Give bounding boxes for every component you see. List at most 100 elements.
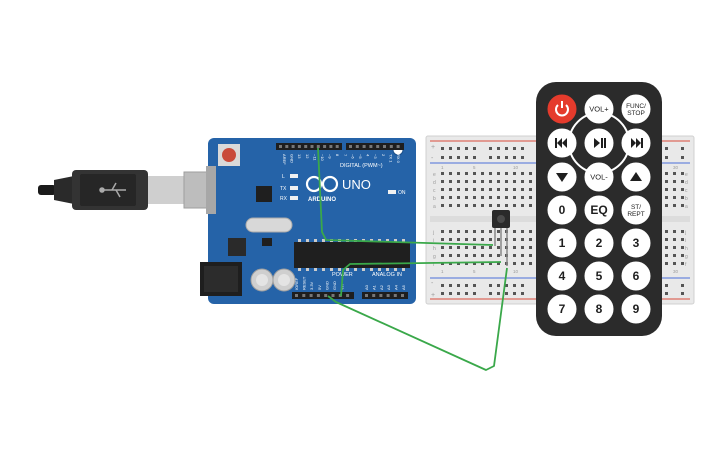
- breadboard-hole[interactable]: [673, 246, 676, 249]
- breadboard-hole[interactable]: [673, 196, 676, 199]
- breadboard-hole[interactable]: [521, 238, 524, 241]
- breadboard-hole[interactable]: [473, 196, 476, 199]
- breadboard-hole[interactable]: [441, 180, 444, 183]
- digit-1-button[interactable]: 1: [547, 228, 577, 258]
- breadboard-hole[interactable]: [489, 180, 492, 183]
- rail-hole[interactable]: [665, 156, 668, 159]
- breadboard-hole[interactable]: [489, 196, 492, 199]
- rail-hole[interactable]: [457, 156, 460, 159]
- breadboard-hole[interactable]: [665, 196, 668, 199]
- breadboard-hole[interactable]: [497, 180, 500, 183]
- breadboard-hole[interactable]: [673, 238, 676, 241]
- breadboard-hole[interactable]: [665, 262, 668, 265]
- header-pin[interactable]: [291, 145, 295, 148]
- breadboard-hole[interactable]: [489, 188, 492, 191]
- breadboard-hole[interactable]: [529, 262, 532, 265]
- breadboard-hole[interactable]: [465, 204, 468, 207]
- digit-8-button[interactable]: 8: [584, 294, 614, 324]
- breadboard-hole[interactable]: [665, 238, 668, 241]
- header-pin[interactable]: [304, 145, 308, 148]
- breadboard-hole[interactable]: [529, 188, 532, 191]
- digit-9-button[interactable]: 9: [621, 294, 651, 324]
- breadboard-hole[interactable]: [505, 172, 508, 175]
- header-pin[interactable]: [324, 294, 328, 297]
- breadboard-hole[interactable]: [665, 180, 668, 183]
- rail-hole[interactable]: [473, 284, 476, 287]
- rail-hole[interactable]: [497, 147, 500, 150]
- volume-up-button[interactable]: VOL+: [584, 94, 614, 124]
- breadboard-hole[interactable]: [489, 254, 492, 257]
- breadboard-hole[interactable]: [441, 196, 444, 199]
- breadboard-hole[interactable]: [441, 204, 444, 207]
- func-stop-button[interactable]: FUNC/STOP: [621, 94, 651, 124]
- play-pause-button[interactable]: [584, 128, 614, 158]
- breadboard-hole[interactable]: [457, 238, 460, 241]
- rail-hole[interactable]: [457, 284, 460, 287]
- down-button[interactable]: [547, 162, 577, 192]
- breadboard-hole[interactable]: [473, 262, 476, 265]
- breadboard-hole[interactable]: [441, 172, 444, 175]
- breadboard-hole[interactable]: [521, 230, 524, 233]
- rail-hole[interactable]: [489, 147, 492, 150]
- header-pin[interactable]: [302, 294, 306, 297]
- breadboard-hole[interactable]: [457, 262, 460, 265]
- breadboard-hole[interactable]: [529, 196, 532, 199]
- rail-hole[interactable]: [521, 156, 524, 159]
- breadboard-hole[interactable]: [505, 196, 508, 199]
- breadboard-hole[interactable]: [521, 246, 524, 249]
- breadboard-hole[interactable]: [673, 254, 676, 257]
- breadboard-hole[interactable]: [481, 262, 484, 265]
- breadboard-hole[interactable]: [449, 246, 452, 249]
- reset-button[interactable]: [222, 148, 236, 162]
- breadboard-hole[interactable]: [465, 254, 468, 257]
- header-pin[interactable]: [335, 145, 339, 148]
- breadboard-hole[interactable]: [665, 188, 668, 191]
- header-pin[interactable]: [376, 145, 380, 148]
- header-pin[interactable]: [329, 145, 333, 148]
- header-pin[interactable]: [323, 145, 327, 148]
- header-pin[interactable]: [383, 145, 386, 148]
- breadboard-hole[interactable]: [441, 188, 444, 191]
- breadboard-hole[interactable]: [681, 172, 684, 175]
- breadboard-hole[interactable]: [681, 188, 684, 191]
- breadboard-hole[interactable]: [665, 246, 668, 249]
- breadboard-hole[interactable]: [513, 238, 516, 241]
- breadboard-hole[interactable]: [681, 262, 684, 265]
- header-pin[interactable]: [389, 145, 393, 148]
- breadboard-hole[interactable]: [489, 204, 492, 207]
- rail-hole[interactable]: [681, 156, 684, 159]
- rail-hole[interactable]: [497, 156, 500, 159]
- breadboard-hole[interactable]: [481, 238, 484, 241]
- breadboard-hole[interactable]: [505, 204, 508, 207]
- rail-hole[interactable]: [665, 284, 668, 287]
- breadboard-hole[interactable]: [481, 196, 484, 199]
- breadboard-hole[interactable]: [513, 172, 516, 175]
- rail-hole[interactable]: [489, 284, 492, 287]
- breadboard-hole[interactable]: [497, 188, 500, 191]
- rail-hole[interactable]: [449, 292, 452, 295]
- rail-hole[interactable]: [465, 292, 468, 295]
- breadboard-hole[interactable]: [441, 230, 444, 233]
- breadboard-hole[interactable]: [481, 188, 484, 191]
- digit-6-button[interactable]: 6: [621, 261, 651, 291]
- rail-hole[interactable]: [465, 147, 468, 150]
- breadboard-hole[interactable]: [457, 196, 460, 199]
- breadboard-hole[interactable]: [449, 238, 452, 241]
- breadboard-hole[interactable]: [513, 230, 516, 233]
- header-pin[interactable]: [393, 294, 397, 297]
- rail-hole[interactable]: [497, 284, 500, 287]
- rail-hole[interactable]: [513, 156, 516, 159]
- breadboard-hole[interactable]: [681, 246, 684, 249]
- breadboard-hole[interactable]: [481, 246, 484, 249]
- rail-hole[interactable]: [441, 284, 444, 287]
- breadboard-hole[interactable]: [465, 172, 468, 175]
- rail-hole[interactable]: [505, 284, 508, 287]
- breadboard-hole[interactable]: [521, 188, 524, 191]
- arduino-uno-board[interactable]: L TX RX ON UNO ARDUINO DIGITAL (PWM~) PO…: [200, 138, 416, 304]
- breadboard-hole[interactable]: [481, 180, 484, 183]
- breadboard-hole[interactable]: [521, 204, 524, 207]
- rail-hole[interactable]: [473, 156, 476, 159]
- breadboard-hole[interactable]: [497, 254, 500, 257]
- breadboard-hole[interactable]: [665, 254, 668, 257]
- rail-hole[interactable]: [465, 156, 468, 159]
